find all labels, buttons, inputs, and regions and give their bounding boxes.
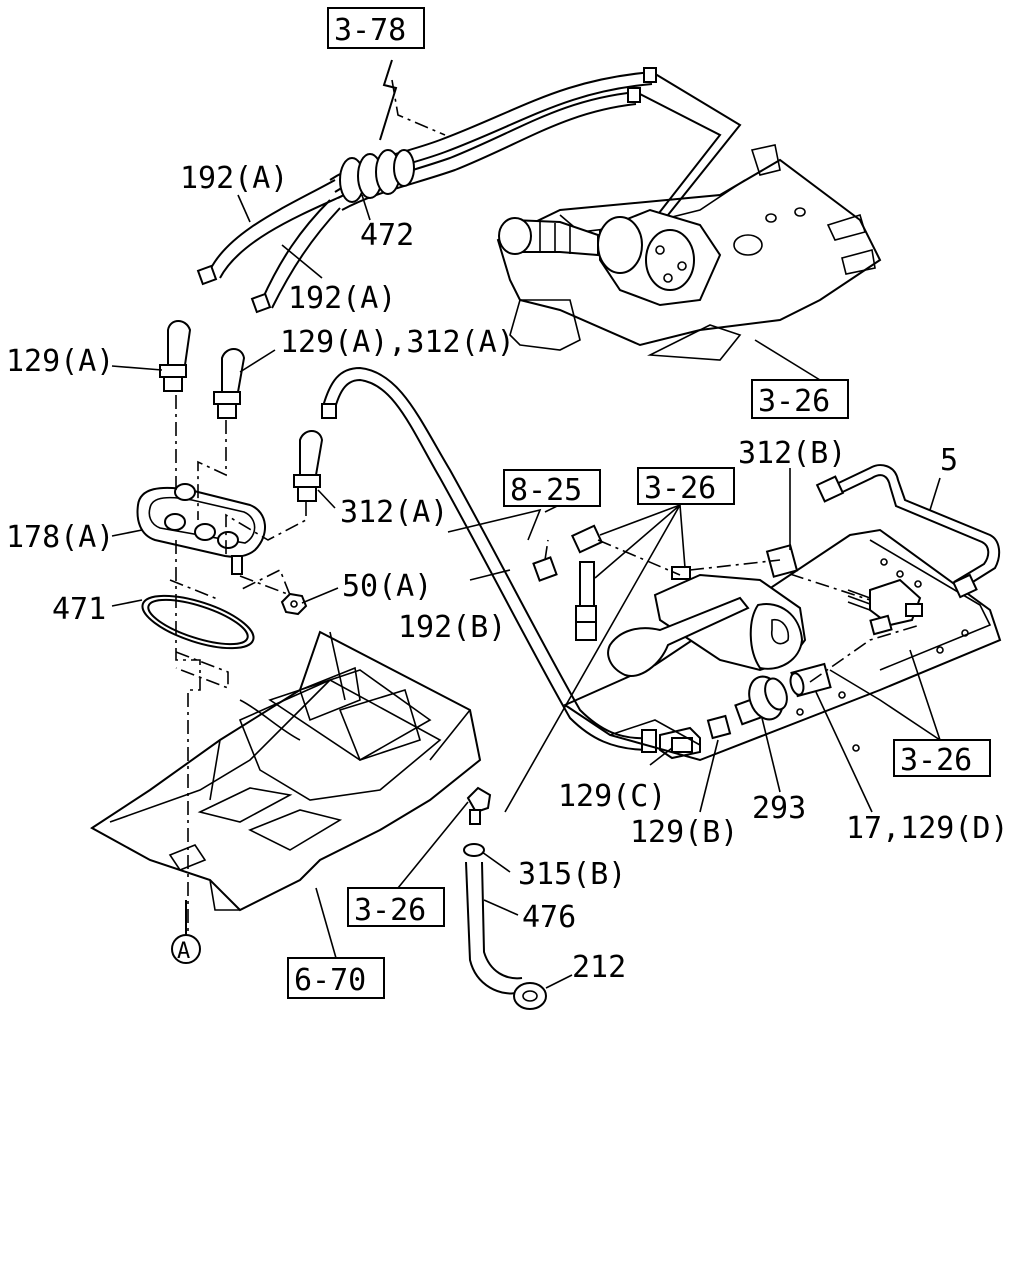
assembly-line-b xyxy=(197,420,227,520)
right-valve-assembly xyxy=(532,464,1002,762)
callout-5: 5 xyxy=(940,443,958,478)
assembly-line-a xyxy=(175,395,201,935)
callout-129b: 129(B) xyxy=(630,815,738,850)
ref-box-3-26-bottom[interactable]: 3-26 xyxy=(347,887,445,928)
nut-50a xyxy=(280,592,308,616)
ref-box-3-26-top[interactable]: 3-26 xyxy=(751,379,849,419)
ref-box-3-26-right[interactable]: 3-26 xyxy=(893,739,991,778)
leader-3-78 xyxy=(391,79,446,136)
elbow-fitting-129a xyxy=(159,320,192,392)
callout-476: 476 xyxy=(522,900,576,935)
callout-17-129d: 17,129(D) xyxy=(846,811,1009,846)
callout-472: 472 xyxy=(360,218,414,253)
cover-plate-178a xyxy=(136,483,266,575)
assembly-line-d xyxy=(239,568,292,597)
callout-129a-312a: 129(A),312(A) xyxy=(280,325,515,360)
ref-box-3-26-mid-label: 3-26 xyxy=(644,471,716,506)
callout-312a: 312(A) xyxy=(340,495,448,530)
gasket-471 xyxy=(141,594,255,650)
ref-box-8-25-label: 8-25 xyxy=(510,473,582,508)
assembly-line-e xyxy=(175,651,229,690)
ref-box-3-78-label: 3-78 xyxy=(334,13,406,48)
brake-valve-bracket xyxy=(496,144,882,361)
ref-box-3-78[interactable]: 3-78 xyxy=(327,7,425,49)
ref-box-8-25[interactable]: 8-25 xyxy=(503,469,601,508)
ref-box-6-70[interactable]: 6-70 xyxy=(287,957,385,999)
ref-box-3-26-bottom-label: 3-26 xyxy=(354,893,426,928)
elbow-fitting-312a xyxy=(293,430,324,502)
callout-192a-upper: 192(A) xyxy=(180,161,288,196)
clamp-315b xyxy=(463,843,485,857)
ref-box-6-70-label: 6-70 xyxy=(294,963,366,998)
leader-lines xyxy=(111,194,941,989)
callout-50a: 50(A) xyxy=(342,569,432,604)
callout-312b: 312(B) xyxy=(738,436,846,471)
callout-293: 293 xyxy=(752,791,806,826)
elbow-fitting-129a-312a xyxy=(213,348,246,419)
fuel-tank-panel xyxy=(90,630,482,912)
grommet-212 xyxy=(513,982,547,1010)
break-mark xyxy=(379,59,398,141)
callout-129a: 129(A) xyxy=(6,344,114,379)
adapter-129b xyxy=(706,714,732,740)
callout-192b: 192(B) xyxy=(398,610,506,645)
vent-hose-476 xyxy=(463,786,547,1010)
callout-471: 471 xyxy=(52,592,106,627)
sensor-293 xyxy=(734,675,788,726)
callout-315b: 315(B) xyxy=(518,857,626,892)
ref-box-3-26-right-label: 3-26 xyxy=(900,743,972,778)
ref-box-3-26-top-label: 3-26 xyxy=(758,384,830,419)
hose-192b xyxy=(321,366,657,753)
callout-a: A xyxy=(177,939,190,964)
callout-192a-lower: 192(A) xyxy=(288,281,396,316)
fitting-312b xyxy=(765,544,799,578)
ref-box-3-26-mid[interactable]: 3-26 xyxy=(637,467,735,506)
callout-129c: 129(C) xyxy=(558,779,666,814)
callout-212: 212 xyxy=(572,950,626,985)
assembly-line-f xyxy=(169,579,221,601)
top-hose-assembly xyxy=(196,67,742,314)
assembly-line-c xyxy=(225,502,307,555)
hose-clamp-472 xyxy=(339,149,415,203)
callout-178a: 178(A) xyxy=(6,520,114,555)
connector-17-129d xyxy=(789,662,832,698)
